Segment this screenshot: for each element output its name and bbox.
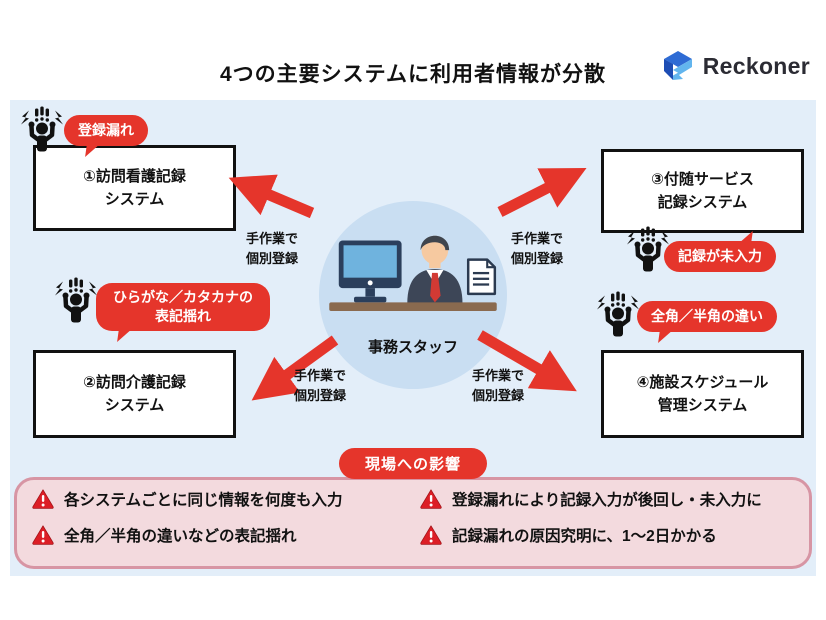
arrow-to-system3 [497,168,587,217]
system-box-1-line2: システム [104,191,165,208]
impact-panel [14,477,812,569]
arrow-label-line1: 手作業で [511,231,564,246]
worker-hair [420,235,450,251]
arrow-to-system1 [228,174,315,219]
impact-title-badge: 現場への影響 [338,448,488,479]
arrow-label-line1: 手作業で [472,368,525,383]
system-box-1-line1: ①訪問看護記録 [83,167,186,185]
document-icon [466,258,497,296]
arrows-layer [228,168,587,401]
office-worker-at-desk-illustration [329,235,497,311]
callout-text-line1: ひらがな／カタカナの [113,289,253,305]
callout-record-not-entered: 記録が未入力 [664,241,776,272]
system-box-2: ②訪問介護記録 システム [33,350,236,438]
impact-item-text: 登録漏れにより記録入力が後回し・未入力に [452,492,762,509]
warning-icon [32,525,54,545]
reckoner-logo-text: Reckoner [702,52,810,79]
impact-item-text: 全角／半角の違いなどの表記揺れ [64,528,297,545]
arrow-label-line2: 個別登録 [246,251,299,267]
arrow-label-2: 手作業で 個別登録 [511,229,563,269]
office-staff-circle: 事務スタッフ [319,201,507,389]
red-tie [430,272,441,303]
impact-item-3: 登録漏れにより記録入力が後回し・未入力に [420,488,762,510]
warning-icon [420,525,442,545]
reckoner-logo: Reckoner [660,49,810,83]
frustrated-person-icon [597,291,639,337]
warning-icon [32,489,54,509]
arrow-label-line2: 個別登録 [472,388,525,404]
arrow-label-line1: 手作業で [246,231,299,246]
callout-text: 記録が未入力 [678,248,762,265]
arrow-to-system2 [251,335,339,401]
office-staff-label: 事務スタッフ [367,339,458,356]
arrow-label-line2: 個別登録 [511,251,564,267]
arrow-label-1: 手作業で 個別登録 [246,229,298,269]
system-box-4-line2: 管理システム [657,397,748,414]
arrow-label-line2: 個別登録 [294,388,347,404]
page-title: 4つの主要システムに利用者情報が分散 [219,63,607,86]
frustrated-person-icon [627,226,669,272]
arrow-label-3: 手作業で 個別登録 [294,366,346,406]
reckoner-logo-icon [660,49,696,83]
arrow-to-system4 [477,330,577,392]
arrow-label-4: 手作業で 個別登録 [472,366,524,406]
impact-item-1: 各システムごとに同じ情報を何度も入力 [32,488,343,510]
callout-text-line2: 表記揺れ [155,307,211,324]
callout-registration-omission: 登録漏れ [64,115,148,146]
warning-icon [420,489,442,509]
system-box-4-line1: ④施設スケジュール [636,373,769,391]
impact-item-2: 全角／半角の違いなどの表記揺れ [32,524,297,546]
system-box-3-line1: ③付随サービス [651,170,754,188]
arrow-label-line1: 手作業で [294,368,347,383]
system-box-1: ①訪問看護記録 システム [33,145,236,231]
system-box-2-line2: システム [104,397,165,414]
callout-notation-fluctuation: ひらがな／カタカナの 表記揺れ [96,283,270,331]
impact-item-text: 記録漏れの原因究明に、1〜2日かかる [452,528,717,545]
frustrated-person-icon [55,277,97,323]
callout-text: 登録漏れ [78,122,134,139]
system-box-3-line2: 記録システム [657,194,748,211]
frustrated-person-icon [21,106,63,152]
desk [329,302,497,311]
system-box-4: ④施設スケジュール 管理システム [601,350,804,438]
impact-item-4: 記録漏れの原因究明に、1〜2日かかる [420,524,717,546]
callout-fullwidth-halfwidth: 全角／半角の違い [637,301,777,332]
system-box-3: ③付随サービス 記録システム [601,149,804,233]
system-box-2-line1: ②訪問介護記録 [83,373,186,391]
callout-text: 全角／半角の違い [651,308,763,325]
impact-item-text: 各システムごとに同じ情報を何度も入力 [64,492,343,509]
